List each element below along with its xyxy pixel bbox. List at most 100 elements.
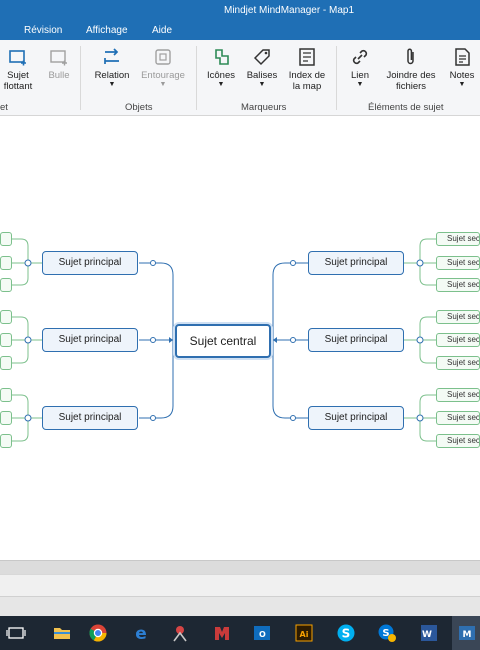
tab-aide[interactable]: Aide [152,25,173,36]
link-icon [352,49,368,65]
subtopic[interactable]: Sujet secondaire [436,388,480,402]
main-topic[interactable]: Sujet principal [308,251,404,275]
windows-taskbar: e O Ai S S W M [0,616,480,650]
connector-lines [12,238,436,442]
subtopic[interactable]: Sujet secondaire [436,356,480,370]
file-explorer-icon[interactable] [52,623,72,643]
tag-icon [253,49,270,66]
ribbon-separator [336,46,337,110]
callout-button[interactable]: Bulle [44,46,74,81]
subtopic-partial[interactable] [0,411,12,425]
subtopic-partial[interactable] [0,232,12,246]
notes-icon [455,48,470,66]
ribbon-separator [196,46,197,110]
boundary-label: Entourage [141,70,185,81]
svg-text:S: S [342,627,351,641]
subtopic-partial[interactable] [0,333,12,347]
floating-topic-button[interactable]: Sujet flottant [2,46,34,92]
outlook-icon[interactable]: O [252,623,272,643]
title-bar: Mindjet MindManager - Map1 [0,0,480,22]
icons-label: Icônes [207,70,235,81]
boundary-icon [155,49,171,65]
main-topic[interactable]: Sujet principal [42,406,138,430]
word-icon[interactable]: W [419,623,439,643]
ribbon-separator [80,46,81,110]
chevron-down-icon: ▼ [217,81,225,88]
floating-topic-label: Sujet flottant [3,70,33,92]
window-title: Mindjet MindManager - Map1 [224,5,355,16]
link-label: Lien [351,70,369,81]
chevron-down-icon: ▼ [356,81,364,88]
svg-text:W: W [422,630,432,640]
relation-label: Relation [94,70,130,81]
central-topic[interactable]: Sujet central [175,324,271,358]
map-index-icon [299,48,315,66]
skype-icon[interactable]: S [336,623,356,643]
link-button[interactable]: Lien ▼ [344,46,376,88]
svg-text:e: e [135,624,147,643]
group-objets-label: Objets [125,102,153,113]
chevron-down-icon: ▼ [458,81,466,88]
subtopic-partial[interactable] [0,256,12,270]
tab-affichage[interactable]: Affichage [86,25,128,36]
subtopic[interactable]: Sujet secondaire [436,333,480,347]
status-bar-secondary [0,596,480,616]
tags-label: Balises [246,70,278,81]
skype-business-icon[interactable]: S [377,623,397,643]
subtopic-partial[interactable] [0,388,12,402]
svg-text:Ai: Ai [300,630,309,639]
horizontal-scrollbar[interactable] [0,560,480,574]
relation-icon [104,48,119,64]
subtopic-partial[interactable] [0,310,12,324]
svg-text:S: S [382,628,389,639]
svg-text:M: M [463,630,472,640]
edge-icon[interactable]: e [131,623,151,643]
group-marqueurs-label: Marqueurs [241,102,287,113]
subtopic-partial[interactable] [0,278,12,292]
paperclip-icon [407,48,414,65]
mindmanager-icon[interactable] [212,623,232,643]
attach-files-button[interactable]: Joindre des fichiers [380,46,442,92]
subtopic[interactable]: Sujet secondaire [436,411,480,425]
callout-icon [50,50,67,66]
main-topic[interactable]: Sujet principal [308,406,404,430]
group-sujet-label: et [0,102,8,113]
boundary-button[interactable]: Entourage ▼ [138,46,188,88]
tab-revision[interactable]: Révision [24,25,63,36]
floating-topic-icon [9,50,26,66]
chevron-down-icon: ▼ [258,81,266,88]
subtopic[interactable]: Sujet secondaire [436,256,480,270]
attach-files-label: Joindre des fichiers [386,70,436,92]
tags-button[interactable]: Balises ▼ [244,46,280,88]
notes-label: Notes [449,70,475,81]
ribbon-tabs: Révision Affichage Aide [0,22,480,40]
icons-button[interactable]: Icônes ▼ [204,46,238,88]
map-canvas[interactable]: Sujet central Sujet principal Sujet prin… [0,117,480,560]
subtopic-partial[interactable] [0,434,12,448]
map-index-label: Index de la map [288,70,326,92]
icon-marker-icon [215,49,229,65]
chevron-down-icon: ▼ [159,81,167,88]
main-topic[interactable]: Sujet principal [42,328,138,352]
callout-label: Bulle [48,70,70,81]
chrome-icon[interactable] [88,623,108,643]
illustrator-icon[interactable]: Ai [294,623,314,643]
relation-button[interactable]: Relation ▼ [90,46,134,88]
status-bar [0,574,480,596]
subtopic[interactable]: Sujet secondaire [436,232,480,246]
main-topic[interactable]: Sujet principal [42,251,138,275]
notes-button[interactable]: Notes ▼ [446,46,478,88]
svg-text:O: O [259,630,266,639]
subtopic[interactable]: Sujet secondaire [436,278,480,292]
subtopic-partial[interactable] [0,356,12,370]
subtopic[interactable]: Sujet secondaire [436,310,480,324]
task-view-icon[interactable] [6,623,26,643]
map-index-button[interactable]: Index de la map [284,46,330,92]
mindjet-active-icon[interactable]: M [457,623,477,643]
chevron-down-icon: ▼ [108,81,116,88]
ribbon: Sujet flottant Bulle Relation ▼ Entourag… [0,40,480,116]
app-icon[interactable] [170,623,190,643]
subtopic[interactable]: Sujet secondaire [436,434,480,448]
main-topic[interactable]: Sujet principal [308,328,404,352]
